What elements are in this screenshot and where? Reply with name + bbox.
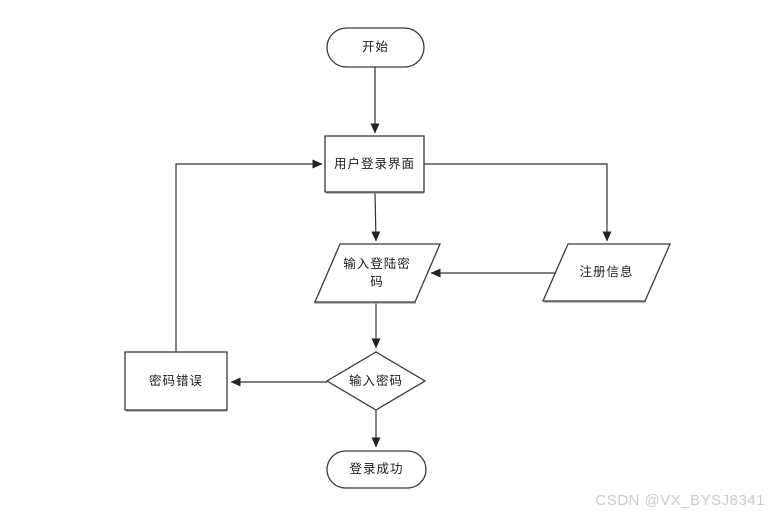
login-screen-node-shape bbox=[324, 135, 425, 193]
edge-login-to-enterpwd bbox=[371, 191, 381, 242]
check-password-node-shape bbox=[325, 351, 427, 411]
edge-error-to-login bbox=[175, 159, 323, 352]
csdn-watermark: CSDN @VX_BYSJ8341 bbox=[595, 492, 765, 509]
enter-login-password-node-shape bbox=[314, 243, 441, 303]
start-node-shape bbox=[326, 27, 425, 68]
register-info-node-shape bbox=[542, 243, 671, 302]
edge-login-to-register bbox=[424, 163, 612, 242]
password-error-node-shape bbox=[124, 351, 228, 411]
login-success-node-shape bbox=[326, 450, 427, 489]
